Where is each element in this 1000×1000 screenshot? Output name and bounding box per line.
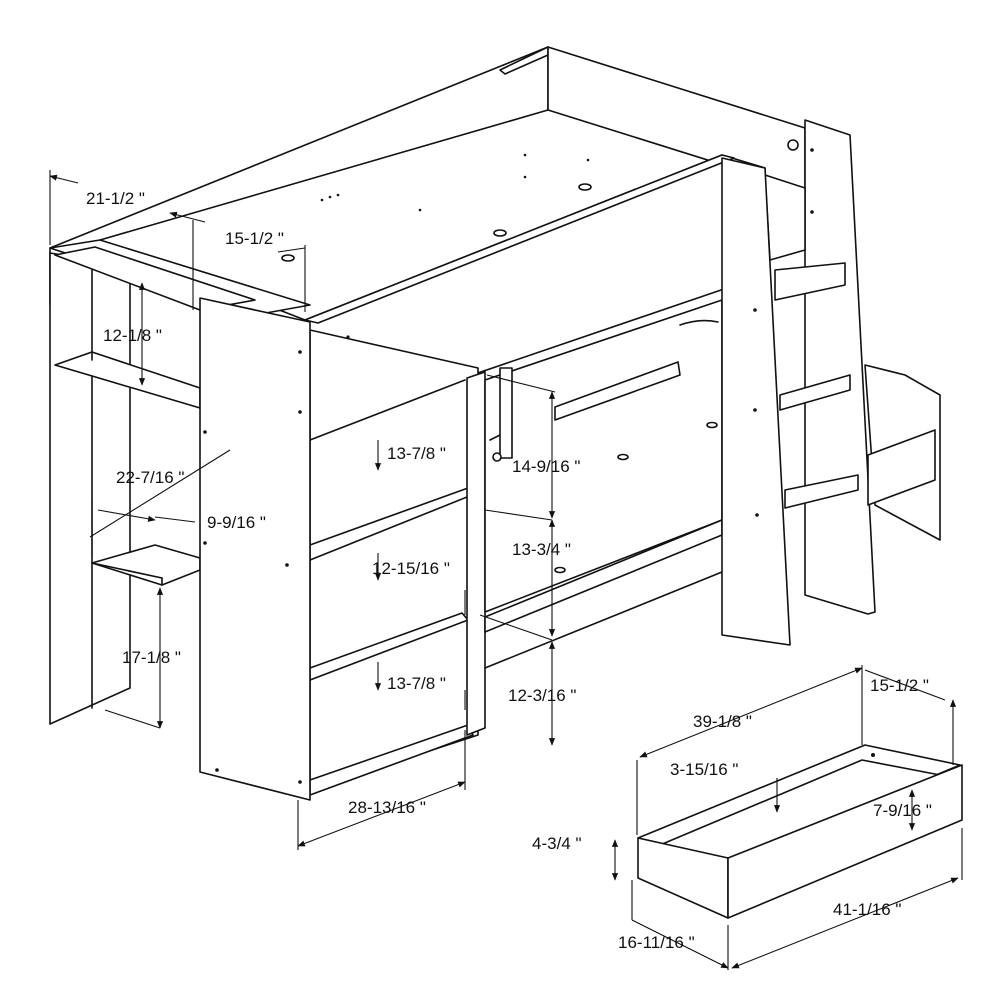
label-shelf-gap-upper: 12-15/16 " xyxy=(372,559,450,578)
ladder-rung xyxy=(774,262,846,301)
ladder-front-rail xyxy=(721,157,791,646)
ladder-panel xyxy=(764,174,806,261)
label-desk-depth: 22-7/16 " xyxy=(116,468,184,487)
dimension-labels: 21-1/2 " 15-1/2 " 12-1/8 " 22-7/16 " 9-9… xyxy=(86,189,932,952)
label-desk-height: 17-1/8 " xyxy=(122,648,181,667)
label-top-shelf-depth: 15-1/2 " xyxy=(225,229,284,248)
under-bed-area xyxy=(484,299,723,669)
label-shelf-depth-lower: 13-7/8 " xyxy=(387,674,446,693)
label-opening-middle: 13-3/4 " xyxy=(512,540,571,559)
deck-hole xyxy=(493,229,507,237)
label-drawer-depth: 15-1/2 " xyxy=(870,676,929,695)
label-drawer-length-top: 39-1/8 " xyxy=(693,712,752,731)
ladder xyxy=(721,119,941,646)
label-drawer-front-height: 7-9/16 " xyxy=(873,801,932,820)
label-opening-lower: 12-3/16 " xyxy=(508,686,576,705)
deck-hole xyxy=(281,254,295,262)
rear-post-hole xyxy=(492,452,502,462)
label-bookcase-width: 28-13/16 " xyxy=(348,798,426,817)
label-drawer-side-height: 4-3/4 " xyxy=(532,834,582,853)
bookcase xyxy=(199,297,486,801)
label-desk-width: 9-9/16 " xyxy=(207,513,266,532)
top-shelf xyxy=(54,246,256,311)
deck-hole xyxy=(578,183,592,191)
dimension-lines xyxy=(49,170,963,970)
label-top-shelf-height: 12-1/8 " xyxy=(103,326,162,345)
label-shelf-depth-upper: 13-7/8 " xyxy=(387,444,446,463)
end-panel-hole xyxy=(787,139,799,151)
front-side-panel xyxy=(199,297,311,801)
front-guard-rail-top xyxy=(304,154,735,324)
left-side-panel xyxy=(49,252,131,725)
label-drawer-length: 41-1/16 " xyxy=(833,900,901,919)
stair-box-front xyxy=(867,429,936,506)
ladder-rung xyxy=(784,474,859,509)
center-divider xyxy=(466,371,486,736)
label-opening-upper: 14-9/16 " xyxy=(512,457,580,476)
ladder-rung xyxy=(779,374,851,411)
label-drawer-width: 16-11/16 " xyxy=(618,933,695,952)
desk-section xyxy=(49,246,256,725)
rear-post xyxy=(499,367,513,459)
label-drawer-inner-height: 3-15/16 " xyxy=(670,760,738,779)
label-bed-height-left: 21-1/2 " xyxy=(86,189,145,208)
